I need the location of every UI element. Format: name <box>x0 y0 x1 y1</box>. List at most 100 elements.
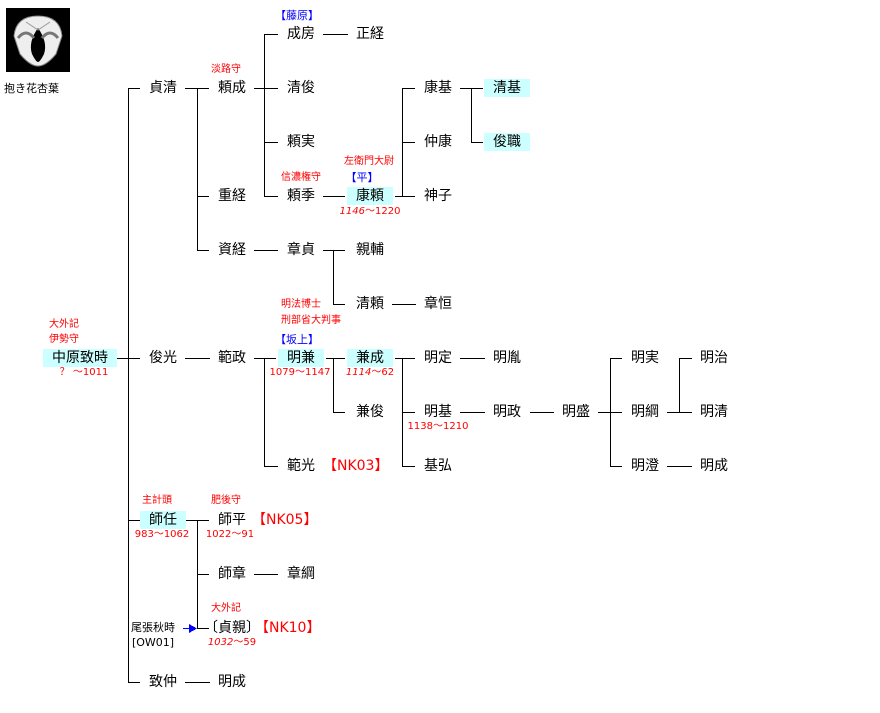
date-italic: 1114 <box>345 367 372 378</box>
annotation-text: 〜62 <box>371 367 395 378</box>
annotation-text: 【NK03】 <box>323 458 389 474</box>
person-morotou: 師任 <box>140 511 186 529</box>
annotation-nk10: 【NK10】 <box>255 619 320 637</box>
person-norimitsu: 範光 <box>287 458 315 474</box>
annotation-text: 〜1220 <box>365 206 401 217</box>
annotation-text: 尾張秋時 <box>131 621 175 634</box>
person-akitsuna: 明綱 <box>631 404 659 420</box>
person-masatsune: 正経 <box>356 26 384 42</box>
person-akisada2: 明定 <box>424 350 452 366</box>
person-suketsune: 資経 <box>218 242 246 258</box>
person-akimoto: 明基 <box>424 404 452 420</box>
date-italic: 1032 <box>207 637 234 648</box>
crest-caption: 抱き花杏葉 <box>4 82 59 95</box>
person-norimasa: 範政 <box>218 350 246 366</box>
person-chikasuke: 親輔 <box>356 242 384 258</box>
annotation-akikane-d: 1079〜1147 <box>270 367 331 379</box>
annotation-text: 【平】 <box>345 171 379 184</box>
person-akizumi: 明澄 <box>631 458 659 474</box>
annotation-text: 信濃権守 <box>281 172 321 183</box>
date-italic: 1146 <box>339 206 365 217</box>
person-nakayasu: 仲康 <box>424 134 452 150</box>
annotation-shinano: 信濃権守 <box>281 172 321 184</box>
annotation-text: 【NK05】 <box>252 512 318 528</box>
annotation-myobo: 明法博士 <box>281 299 321 311</box>
person-akinari: 明成 <box>218 674 246 690</box>
person-munenaka: 致仲 <box>149 674 177 690</box>
annotation-text: 1022〜91 <box>205 529 255 540</box>
annotation-sakanoue: 【坂上】 <box>275 334 319 346</box>
annotation-sadachika-d: 1032〜59 <box>208 637 256 649</box>
annotation-yasuyori-d: 1146〜1220 <box>340 206 401 218</box>
person-sadachika: 〔貞親〕 <box>204 620 260 636</box>
person-akisada: 章貞 <box>287 242 315 258</box>
person-akinari2: 明成 <box>700 458 728 474</box>
annotation-kanenari-d: 1114〜62 <box>346 367 394 379</box>
annotation-text: 刑部省大判事 <box>281 315 341 326</box>
person-akizane: 明実 <box>631 350 659 366</box>
person-sadakiyo: 貞清 <box>149 80 177 96</box>
annotation-daigeki2: 大外記 <box>211 603 241 615</box>
crest-logo <box>6 8 70 72</box>
annotation-text: [OW01] <box>131 636 175 649</box>
person-akikane: 明兼 <box>278 349 324 367</box>
annotation-gyobu: 刑部省大判事 <box>281 315 341 327</box>
annotation-text: 1079〜1147 <box>269 367 331 378</box>
annotation-text: 左衛門大尉 <box>344 156 394 167</box>
person-akikiyo: 明清 <box>700 404 728 420</box>
annotation-text: 淡路守 <box>211 64 241 75</box>
person-toshimitsu: 俊光 <box>149 350 177 366</box>
annotation-higo: 肥後守 <box>211 495 241 507</box>
annotation-text: 【藤原】 <box>275 9 319 22</box>
person-yorinari: 頼成 <box>218 80 246 96</box>
annotation-text: ？ 〜1011 <box>59 367 109 378</box>
person-narifusa: 成房 <box>287 26 315 42</box>
person-kiyotoshi: 清俊 <box>287 80 315 96</box>
person-yasumoto: 康基 <box>424 80 452 96</box>
person-akitane: 明胤 <box>493 350 521 366</box>
annotation-owari: 尾張秋時 <box>131 622 175 634</box>
person-kanenari: 兼成 <box>347 349 393 367</box>
person-yorisue: 頼季 <box>287 188 315 204</box>
person-zt: 中原致時 <box>43 349 117 367</box>
annotation-ow01: [OW01] <box>132 637 174 649</box>
annotation-text: 【NK10】 <box>255 620 321 636</box>
person-yasuyori: 康頼 <box>347 187 393 205</box>
person-kamiko: 神子 <box>424 188 452 204</box>
person-akitsuna2: 章綱 <box>287 566 315 582</box>
annotation-text: 主計頭 <box>142 495 172 506</box>
annotation-nk05: 【NK05】 <box>252 511 317 529</box>
annotation-text: 肥後守 <box>211 495 241 506</box>
annotation-text: 大外記 <box>211 603 241 614</box>
annotation-kazue: 主計頭 <box>142 495 172 507</box>
person-akiharu: 明治 <box>700 350 728 366</box>
annotation-fujiwara: 【藤原】 <box>275 10 319 22</box>
annotation-text: 〜59 <box>233 637 257 648</box>
person-toshimoto: 俊職 <box>484 133 530 151</box>
annotation-daigeki1: 大外記 <box>49 319 79 331</box>
gyoyo-crest-icon <box>13 15 63 67</box>
person-motohiro: 基弘 <box>424 458 452 474</box>
arrow-icon <box>183 624 197 633</box>
annotation-nk03: 【NK03】 <box>323 457 388 475</box>
annotation-text: 伊勢守 <box>49 334 79 345</box>
annotation-awaji: 淡路守 <box>211 64 241 76</box>
annotation-text: 明法博士 <box>281 299 321 310</box>
person-yorizane: 頼実 <box>287 134 315 150</box>
person-akimori: 明盛 <box>562 404 590 420</box>
annotation-morohira-d: 1022〜91 <box>206 529 254 541</box>
person-shigetsune: 重経 <box>218 188 246 204</box>
person-morohira: 師平 <box>218 512 246 528</box>
annotation-taira: 【平】 <box>346 172 379 184</box>
person-kiyoyori: 清頼 <box>356 296 384 312</box>
person-kiyomoto: 清基 <box>484 79 530 97</box>
person-akimasa: 明政 <box>493 404 521 420</box>
annotation-akimoto-d: 1138〜1210 <box>408 421 469 433</box>
person-moroaki: 師章 <box>218 566 246 582</box>
person-kanetoshi: 兼俊 <box>356 404 384 420</box>
annotation-ise: 伊勢守 <box>49 334 79 346</box>
annotation-zt-d: ？ 〜1011 <box>60 367 109 379</box>
annotation-morotou-d: 983〜1062 <box>135 529 190 541</box>
annotation-text: 大外記 <box>49 319 79 330</box>
